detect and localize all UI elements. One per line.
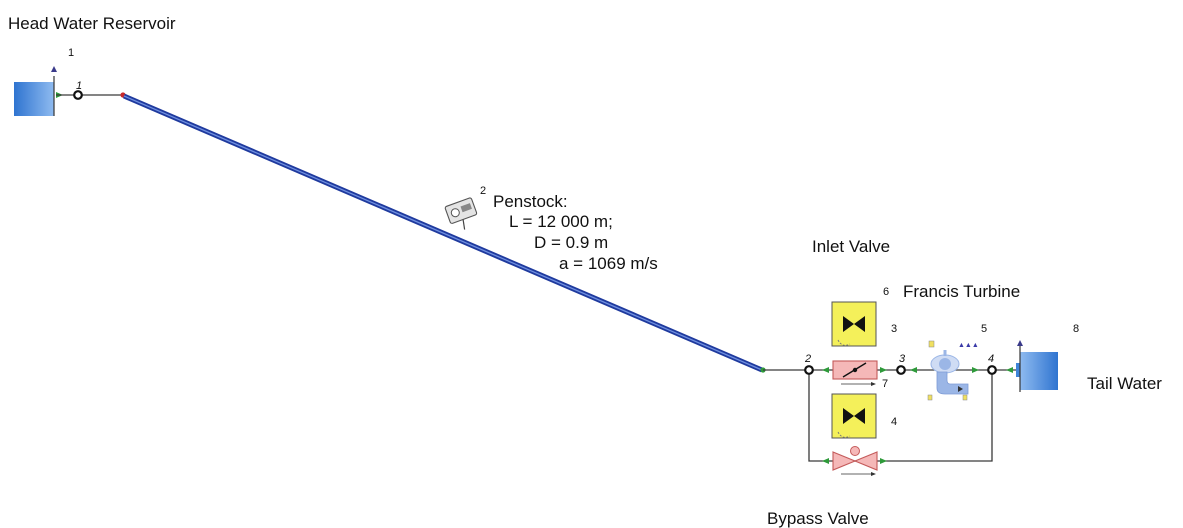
- bypass-line-wire: [808, 370, 993, 462]
- penstock-pipe[interactable]: [123, 93, 763, 373]
- inlet-valve-controller[interactable]: [831, 301, 877, 347]
- bowtie-icon: [843, 316, 854, 332]
- tail-reservoir-number: 8: [1073, 323, 1079, 335]
- signal-link-icon: [837, 339, 851, 346]
- level-marker-icon: [1017, 340, 1023, 346]
- node-2-number: 2: [804, 353, 811, 365]
- node-1-number: 1: [76, 80, 82, 92]
- bowtie-icon: [854, 316, 865, 332]
- valve-direction-arrow-icon: [871, 472, 876, 476]
- level-marker-icon: [51, 66, 57, 72]
- flow-arrow-icon: [972, 367, 979, 373]
- reservoir-body: [1020, 352, 1058, 390]
- tail-water-label: Tail Water: [1087, 374, 1162, 393]
- turbine-runner: [939, 358, 951, 370]
- flow-arrow-icon: [822, 367, 829, 373]
- signal-link-icon: [837, 431, 851, 438]
- bypass-valve-label: Bypass Valve: [767, 509, 869, 528]
- turbine-indicator: [928, 340, 935, 348]
- inlet-valve-label: Inlet Valve: [812, 237, 890, 256]
- node-4[interactable]: [987, 365, 997, 375]
- turbine-speed-icon: ▲▲▲: [958, 342, 979, 349]
- flow-arrow-icon: [910, 367, 917, 373]
- bypass-valve[interactable]: [832, 446, 878, 477]
- bowtie-icon: [843, 408, 854, 424]
- reservoir-body: [14, 82, 54, 116]
- node-1[interactable]: [73, 90, 83, 100]
- turbine-outflow-icon: [958, 386, 963, 392]
- bypass-controller-number: 4: [891, 416, 897, 428]
- turbine-indicator: [962, 394, 968, 401]
- valve-body-left: [832, 451, 857, 471]
- turbine-controller-number: 6: [883, 286, 889, 298]
- valve-pivot: [852, 367, 858, 373]
- valve-direction-arrow-icon: [871, 382, 876, 386]
- penstock-title-label: Penstock:: [493, 192, 568, 211]
- inlet-valve-number: 7: [882, 378, 888, 390]
- inlet-valve[interactable]: [832, 360, 878, 386]
- tail-water-reservoir[interactable]: [1006, 340, 1058, 392]
- turbine-number: 5: [981, 323, 987, 335]
- turbine-draft-tube: [936, 371, 969, 395]
- penstock-wave-speed-label: a = 1069 m/s: [559, 254, 658, 273]
- node-4-number: 4: [988, 353, 994, 365]
- francis-turbine[interactable]: ▲▲▲: [927, 340, 979, 401]
- inlet-controller-number: 3: [891, 323, 897, 335]
- penstock-length-label: L = 12 000 m;: [509, 212, 613, 231]
- reservoir-outlet: [1016, 363, 1021, 377]
- bowtie-icon: [854, 408, 865, 424]
- node-2[interactable]: [804, 365, 814, 375]
- flow-arrow-icon: [822, 458, 829, 464]
- connector-arrow-icon: [1006, 367, 1013, 373]
- francis-turbine-label: Francis Turbine: [903, 282, 1020, 301]
- node-3-number: 3: [899, 353, 906, 365]
- penstock-diameter-label: D = 0.9 m: [534, 233, 608, 252]
- penstock-highlight: [123, 95, 763, 371]
- head-reservoir-number: 1: [68, 47, 74, 59]
- valve-body-right: [853, 451, 878, 471]
- bypass-valve-controller[interactable]: [831, 393, 877, 439]
- flow-arrow-icon: [880, 458, 887, 464]
- head-water-reservoir[interactable]: [14, 66, 63, 116]
- penstock-number: 2: [480, 185, 486, 197]
- turbine-indicator: [927, 394, 933, 401]
- node-3[interactable]: [896, 365, 906, 375]
- head-water-reservoir-label: Head Water Reservoir: [8, 14, 176, 33]
- penstock-monitor-icon[interactable]: [444, 197, 481, 233]
- flow-arrow-icon: [880, 367, 887, 373]
- valve-actuator-icon: [850, 446, 860, 456]
